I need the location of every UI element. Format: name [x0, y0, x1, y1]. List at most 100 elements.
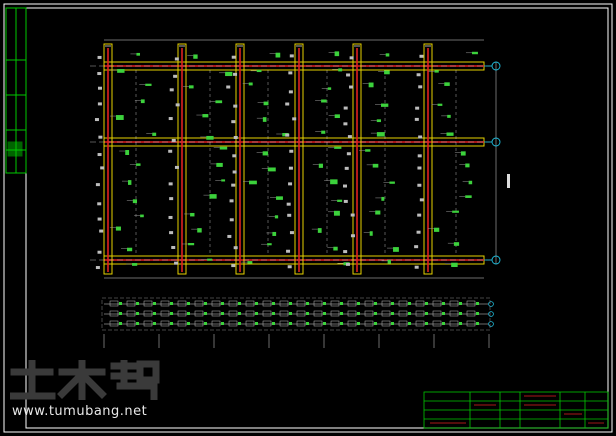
section-tag: [174, 57, 179, 61]
section-tag: [169, 197, 174, 201]
rebar-mark: [126, 247, 133, 252]
rebar-mark: [334, 146, 342, 149]
elevation-rebar: [289, 312, 292, 315]
watermark-logo-icon: [10, 360, 160, 400]
section-tag: [174, 261, 179, 265]
section-tag: [99, 229, 104, 233]
longitudinal-beams: [90, 39, 497, 279]
elevation-rebar: [442, 322, 445, 325]
section-tag: [97, 202, 102, 206]
elevation-frame: [101, 297, 491, 331]
section-tag: [349, 85, 354, 89]
rebar-mark: [465, 195, 472, 198]
section-tag: [174, 165, 179, 169]
section-tag: [344, 166, 349, 170]
rebar-mark: [385, 53, 390, 57]
rebar-mark: [327, 87, 332, 90]
elevation-section: [330, 320, 340, 327]
elevation-rebar: [187, 312, 190, 315]
elevation-section: [245, 300, 255, 307]
section-tag: [171, 245, 176, 249]
elevation-rebar: [323, 322, 326, 325]
section-tag: [232, 170, 237, 174]
elevation-section: [109, 300, 119, 307]
elevation-rebar: [340, 322, 343, 325]
section-tag: [414, 245, 419, 249]
section-tag: [233, 135, 238, 139]
rebar-mark: [190, 212, 195, 217]
section-tag: [226, 85, 231, 89]
elevation-rebar: [119, 302, 122, 305]
elevation-rebar: [238, 322, 241, 325]
elevation-section: [466, 300, 476, 307]
rebar-mark: [267, 167, 276, 172]
elevation-rebar: [408, 312, 411, 315]
elevation-section: [143, 320, 153, 327]
section-tag: [171, 138, 176, 142]
elevation-section: [313, 300, 323, 307]
elevation-section: [109, 310, 119, 317]
trans-beam: [235, 43, 245, 275]
rebar-mark: [116, 115, 124, 120]
elevation-section: [143, 300, 153, 307]
trans-beam: [352, 43, 362, 275]
elevation-section: [432, 320, 442, 327]
rebar-mark: [275, 52, 281, 58]
elevation-rebar: [476, 322, 479, 325]
rebar-mark: [276, 196, 283, 200]
elevation-section: [279, 300, 289, 307]
elevation-rebar: [459, 302, 462, 305]
rebar-mark: [460, 151, 466, 156]
elevation-rebar: [289, 302, 292, 305]
elevation-section: [415, 300, 425, 307]
elevation-section: [466, 310, 476, 317]
rebar-mark: [321, 99, 327, 103]
rebar-mark: [256, 69, 262, 73]
section-tag: [289, 231, 294, 235]
section-tag: [346, 73, 351, 77]
trans-beam: [423, 43, 433, 275]
elevation-rebar: [357, 312, 360, 315]
rebar-mark: [393, 247, 399, 252]
elevation-rebar: [340, 302, 343, 305]
elevation-rebar: [391, 302, 394, 305]
rebar-mark: [125, 150, 130, 155]
elevation-rebar: [289, 322, 292, 325]
elevation-rebar: [272, 312, 275, 315]
trans-beam: [177, 43, 187, 275]
rebar-mark: [209, 194, 217, 199]
elevation-section: [296, 300, 306, 307]
rebar-mark: [372, 163, 379, 168]
rebar-mark: [333, 210, 340, 216]
rebar-mark: [140, 99, 145, 104]
elevation-section: [296, 310, 306, 317]
elevation-section: [381, 320, 391, 327]
section-tag: [232, 154, 237, 158]
section-tag: [419, 54, 424, 58]
elevation-rebar: [357, 322, 360, 325]
elevation-section: [449, 320, 459, 327]
section-tag: [100, 166, 105, 170]
drawing-frame: [25, 7, 609, 429]
rebar-mark: [132, 199, 138, 204]
elevation-rebar: [374, 312, 377, 315]
section-tag: [288, 90, 293, 94]
trans-beam: [294, 43, 304, 275]
rebar-mark: [434, 70, 439, 73]
section-tag: [233, 246, 238, 250]
elevation-section: [381, 310, 391, 317]
elevation-rebar: [119, 322, 122, 325]
section-tag: [286, 202, 291, 206]
elevation-rebar: [306, 302, 309, 305]
rebar-mark: [471, 51, 478, 55]
section-tag: [231, 120, 236, 124]
section-tag: [418, 85, 423, 89]
rebar-mark: [333, 246, 338, 251]
elevation-rebar: [476, 302, 479, 305]
elevation-section: [126, 310, 136, 317]
section-tag: [97, 153, 102, 157]
section-tag: [343, 106, 348, 110]
axis-bubble: [491, 137, 501, 147]
rebar-mark: [337, 199, 343, 202]
section-tag: [98, 135, 103, 139]
